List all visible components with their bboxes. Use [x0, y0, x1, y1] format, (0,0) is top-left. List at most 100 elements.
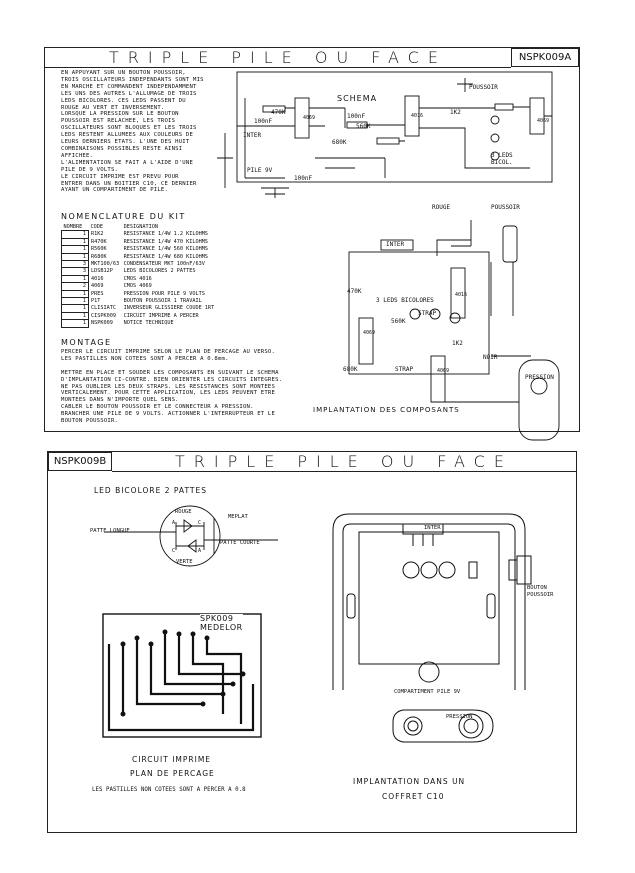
implant-strap1-label: STRAP [418, 310, 437, 317]
montage-line: NE PAS OUBLIER LES DEUX STRAPS. LES RESI… [61, 383, 276, 390]
schematic-diagram [217, 71, 553, 198]
nomenclature-designation: RESISTANCE 1/4W 1.2 KILOHMS [123, 231, 208, 238]
pcb-label: SPK009 MEDELOR [200, 614, 243, 632]
coffret-caption-1: IMPLANTATION DANS UN [353, 777, 466, 786]
nomenclature-qty: 1 [61, 311, 89, 321]
nomenclature-header-cell: DESIGNATION [123, 224, 158, 231]
montage-line: CABLER LE BOUTON POUSSOIR ET LE CONNECTE… [61, 404, 254, 411]
implantation-diagram [348, 220, 560, 441]
intro-line: PILE DE 9 VOLTS. [61, 166, 119, 173]
intro-line: TROIS OSCILLATEURS INDEPENDANTS SONT MIS [61, 76, 204, 83]
intro-line: POUSSOIR EST RELACHEE, LES TROIS [61, 118, 176, 125]
montage-line: D'IMPLANTATION CI-CONTRE. BIEN ORIENTER … [61, 376, 283, 383]
montage-line: MONTEES DANS N'IMPORTE QUEL SENS. [61, 397, 179, 404]
coffret-bouton-label: BOUTON POUSSOIR [527, 585, 554, 598]
nomenclature-qty: 2 [61, 282, 89, 291]
intro-line: LEDS BICOLORES. CES LEDS PASSENT DU [61, 97, 186, 104]
schema-r560-label: 560K [356, 123, 371, 130]
schema-c100a-label: 100nF [254, 118, 273, 125]
schema-r470-label: 470K [271, 109, 286, 116]
intro-text: EN APPUYANT SUR UN BOUTON POUSSOIR,TROIS… [61, 70, 204, 194]
nomenclature-designation: RESISTANCE 1/4W 470 KILOHMS [123, 238, 208, 245]
intro-line: LEDS RESTENT ALLUMEES AUX COULEURS DE [61, 132, 194, 139]
nomenclature-designation: NOTICE TECHNIQUE [123, 320, 174, 327]
intro-line: OSCILLATEURS SONT BLOQUES ET LES TROIS [61, 125, 197, 132]
nomenclature-header-cell: NOMBRE [63, 224, 83, 230]
intro-line: COMBINAISONS POSSIBLES RESTE AINSI [61, 145, 183, 152]
led-c1-label: C [198, 520, 202, 526]
nomenclature-qty: 1 [61, 297, 89, 306]
nomenclature-qty: 1 [61, 274, 89, 284]
coffret-diagram [332, 513, 532, 743]
intro-line: LEURS DERNIERS ETATS. L'UNE DES HUIT [61, 139, 190, 146]
implant-noir-label: NOIR [483, 354, 498, 361]
coffret-pression-label: PRESSION [446, 714, 473, 720]
implant-r680-label: 680K [343, 366, 358, 373]
intro-line: LORSQUE LA PRESSION SUR LE BOUTON [61, 111, 179, 118]
implant-strap2-label: STRAP [395, 366, 414, 373]
nomenclature-designation: BOUTON POUSSOIR 1 TRAVAIL [123, 298, 202, 305]
montage-line [61, 363, 282, 370]
implant-pression-label: PRESSION [525, 374, 554, 381]
intro-line: ENTRER DANS UN BOITIER C10, CE DERNIER [61, 180, 197, 187]
schema-pile-label: PILE 9V [247, 167, 273, 174]
schema-ic3-label: 4069 [537, 118, 550, 124]
led-rouge-label: ROUGE [175, 509, 192, 515]
nomenclature-qty: 1 [61, 289, 89, 299]
nomenclature-header-cell: CODE [90, 224, 104, 231]
nomenclature-code: MKT100/63 [91, 261, 120, 268]
sheet-b-title: TRIPLE PILE OU FACE [112, 452, 576, 472]
implant-inter-label: INTER [386, 241, 405, 248]
implant-r1k2-label: 1K2 [452, 340, 463, 347]
nomenclature-header-row: NOMBRE CODE DESIGNATION [62, 224, 217, 231]
implant-title: IMPLANTATION DES COMPOSANTS [313, 406, 460, 414]
coffret-compartiment-label: COMPARTIMENT PILE 9V [394, 689, 461, 695]
nomenclature-designation: PRESSION POUR PILE 9 VOLTS [123, 290, 205, 297]
nomenclature-code: 4016 [91, 275, 104, 282]
nomenclature-code: LDSB12P [91, 268, 113, 275]
schema-r680-label: 680K [332, 139, 347, 146]
nomenclature-designation: INVERSEUR GLISSIERE COUDE 1RT [123, 305, 215, 312]
sheet-a: TRIPLE PILE OU FACE NSPK009A EN APPUYANT… [44, 47, 580, 441]
nomenclature-code: P1T [91, 298, 101, 305]
nomenclature-designation: RESISTANCE 1/4W 680 KILOHMS [123, 253, 208, 260]
led-longue-label: PATTE LONGUE [90, 528, 130, 534]
nomenclature-designation: CMOS 4069 [123, 283, 152, 290]
nomenclature-designation: CONDENSATEUR MKT 100nF/63V [123, 261, 205, 268]
pcb-caption-2: PLAN DE PERCAGE [130, 769, 215, 778]
nomenclature-designation: CIRCUIT IMPRIME A PERCER [123, 312, 199, 319]
pcb-diagram [102, 613, 262, 738]
led-diagram [104, 505, 278, 567]
implant-ic-b-label: 4069 [437, 368, 450, 374]
implant-r560-label: 560K [391, 318, 406, 325]
nomenclature-designation: CMOS 4016 [123, 275, 152, 282]
nomenclature-code: CLISIATC [91, 305, 116, 312]
nomenclature-code: R680K [91, 253, 107, 260]
nomenclature-code: R560K [91, 246, 107, 253]
sheet-a-title: TRIPLE PILE OU FACE [45, 48, 511, 68]
montage-line: PERCER LE CIRCUIT IMPRIME SELON LE PLAN … [61, 349, 276, 355]
implant-ic-a-label: 4069 [363, 330, 376, 336]
montage-line: BRANCHER UNE PILE DE 9 VOLTS. ACTIONNER … [61, 411, 276, 418]
schema-title: SCHEMA [337, 94, 378, 103]
montage-line: METTRE EN PLACE ET SOUDER LES COMPOSANTS… [61, 369, 279, 376]
schema-r1k2-label: 1K2 [450, 109, 461, 116]
implant-rouge-label: ROUGE [432, 204, 451, 211]
intro-line: EN MARCHE ET COMMANDENT INDEPENDAMMENT [61, 83, 197, 90]
schema-poussoir-label: POUSSOIR [469, 84, 498, 91]
nomenclature-designation: RESISTANCE 1/4W 560 KILOHMS [123, 246, 208, 253]
schema-inter-label: INTER [243, 132, 262, 139]
montage-title: MONTAGE [61, 338, 112, 347]
nomenclature-code: CISPK009 [91, 312, 116, 319]
